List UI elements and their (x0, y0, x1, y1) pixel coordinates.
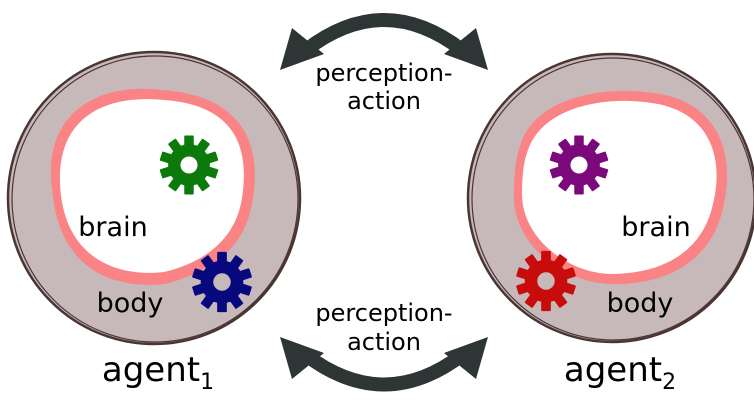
agent-1: brain body agent1 (6, 50, 302, 395)
agent-1-brain-label: brain (78, 212, 147, 243)
agent-1-name-text: agent (102, 350, 200, 390)
agent-1-subscript: 1 (200, 370, 214, 395)
top-arrow-shaft (299, 13, 469, 57)
bottom-perception-action-arrow (280, 337, 488, 392)
agent-2-brain (522, 100, 717, 274)
top-interaction-label-line2: action (347, 87, 421, 115)
agent-2-body-label: body (607, 288, 674, 319)
top-interaction-label-line1: perception- (315, 59, 452, 87)
agent-2-name-text: agent (564, 350, 662, 390)
top-arrow-left-head (280, 28, 324, 70)
agent-1-body-outline-sketch (11, 55, 299, 343)
agent-2-brain-label: brain (621, 212, 690, 243)
agent-2-name: agent2 (564, 350, 676, 395)
agent-1-body-label: body (97, 288, 164, 319)
bottom-arrow-shaft (299, 348, 469, 392)
bottom-interaction-label-line1: perception- (315, 299, 452, 327)
top-arrow-right-head (444, 28, 488, 70)
bottom-interaction-label-line2: action (347, 328, 421, 356)
agent-2-subscript: 2 (662, 370, 676, 395)
agent-1-brain (59, 99, 244, 273)
agent-1-name: agent1 (102, 350, 214, 395)
bottom-arrow-right-head (444, 337, 488, 379)
agent-2: brain body agent2 (466, 52, 754, 395)
bottom-arrow-left-head (280, 337, 324, 379)
top-perception-action-arrow (280, 13, 488, 70)
agent-2-body-outline-sketch (471, 57, 754, 341)
